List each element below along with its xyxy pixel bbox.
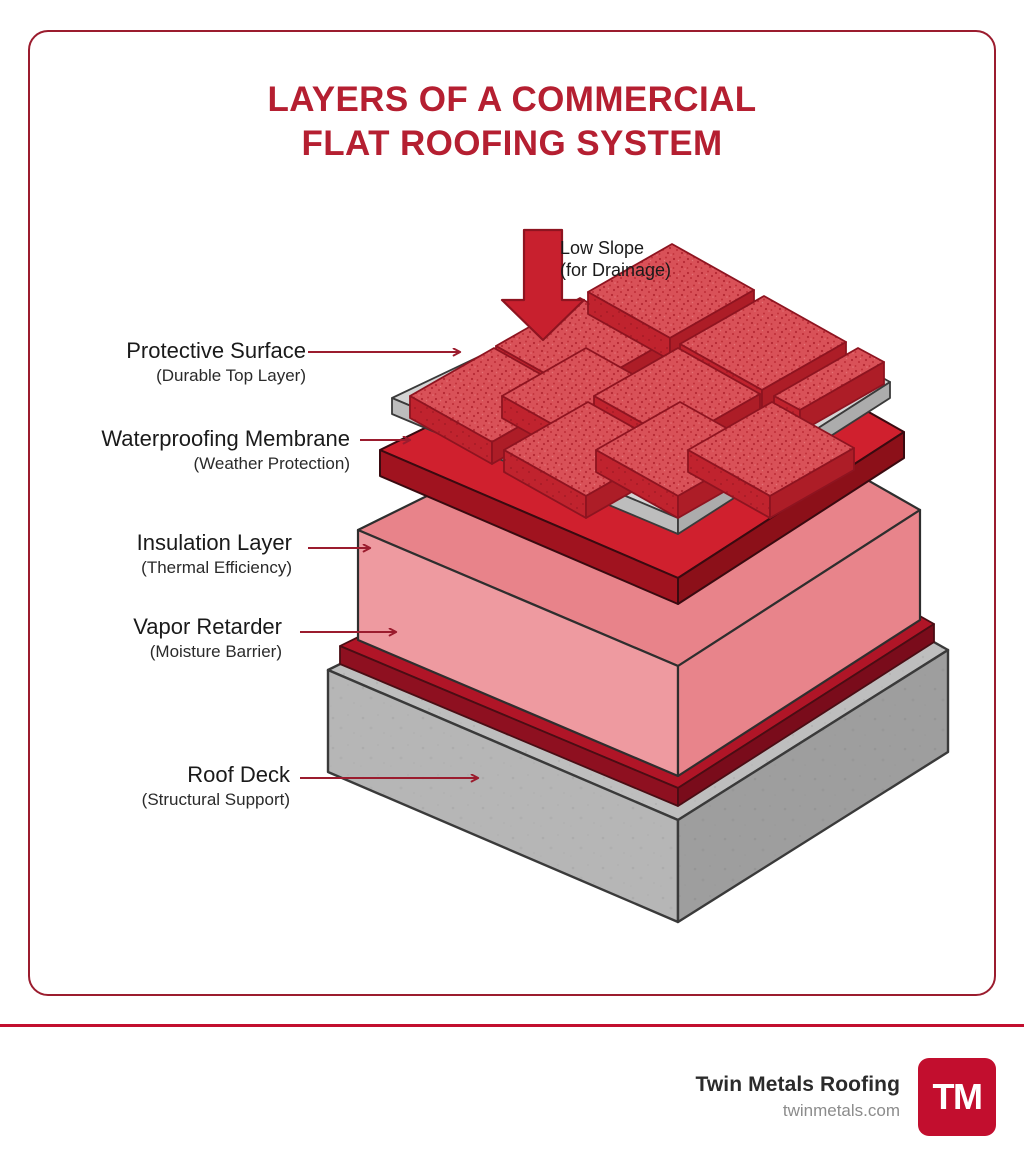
callout-title: Roof Deck	[187, 762, 290, 787]
footer: Twin Metals Roofing twinmetals.com TM	[0, 1040, 1024, 1154]
title-line-1: LAYERS OF A COMMERCIAL	[267, 80, 757, 119]
company-logo: TM	[918, 1058, 996, 1136]
logo-monogram: TM	[932, 1076, 983, 1117]
callout-subtitle: (Structural Support)	[141, 789, 290, 809]
website-url[interactable]: twinmetals.com	[782, 1100, 900, 1120]
callout-subtitle: (Weather Protection)	[193, 453, 350, 473]
slope-annotation: Low Slope (for Drainage)	[560, 238, 740, 282]
callout-subtitle: (Durable Top Layer)	[156, 365, 306, 385]
brand-name: Twin Metals Roofing	[695, 1073, 900, 1097]
down-arrow-icon	[500, 228, 586, 342]
callout-title: Vapor Retarder	[133, 614, 282, 639]
callout-subtitle: (Thermal Efficiency)	[141, 557, 292, 577]
callout-protective-surface: Protective Surface (Durable Top Layer)	[20, 338, 306, 385]
diagram-svg	[300, 228, 950, 924]
callout-title: Protective Surface	[126, 338, 306, 363]
slope-line-2: (for Drainage)	[560, 259, 672, 280]
leader-lines	[300, 352, 478, 778]
page-title: LAYERS OF A COMMERCIAL FLAT ROOFING SYST…	[28, 78, 996, 166]
footer-text-block: Twin Metals Roofing twinmetals.com	[696, 1072, 901, 1121]
callout-roof-deck: Roof Deck (Structural Support)	[20, 762, 290, 809]
callout-title: Waterproofing Membrane	[101, 426, 350, 451]
title-line-2: FLAT ROOFING SYSTEM	[301, 124, 723, 164]
slope-line-1: Low Slope	[560, 238, 645, 258]
layer-protective-surface	[409, 243, 885, 519]
paver-tile	[687, 401, 855, 519]
callout-waterproofing-membrane: Waterproofing Membrane (Weather Protecti…	[20, 426, 350, 473]
callout-vapor-retarder: Vapor Retarder (Moisture Barrier)	[20, 614, 282, 661]
footer-divider	[0, 1024, 1024, 1027]
callout-insulation-layer: Insulation Layer (Thermal Efficiency)	[20, 530, 292, 577]
roof-layer-diagram	[28, 200, 996, 990]
callout-title: Insulation Layer	[136, 530, 292, 555]
callout-subtitle: (Moisture Barrier)	[149, 641, 282, 661]
